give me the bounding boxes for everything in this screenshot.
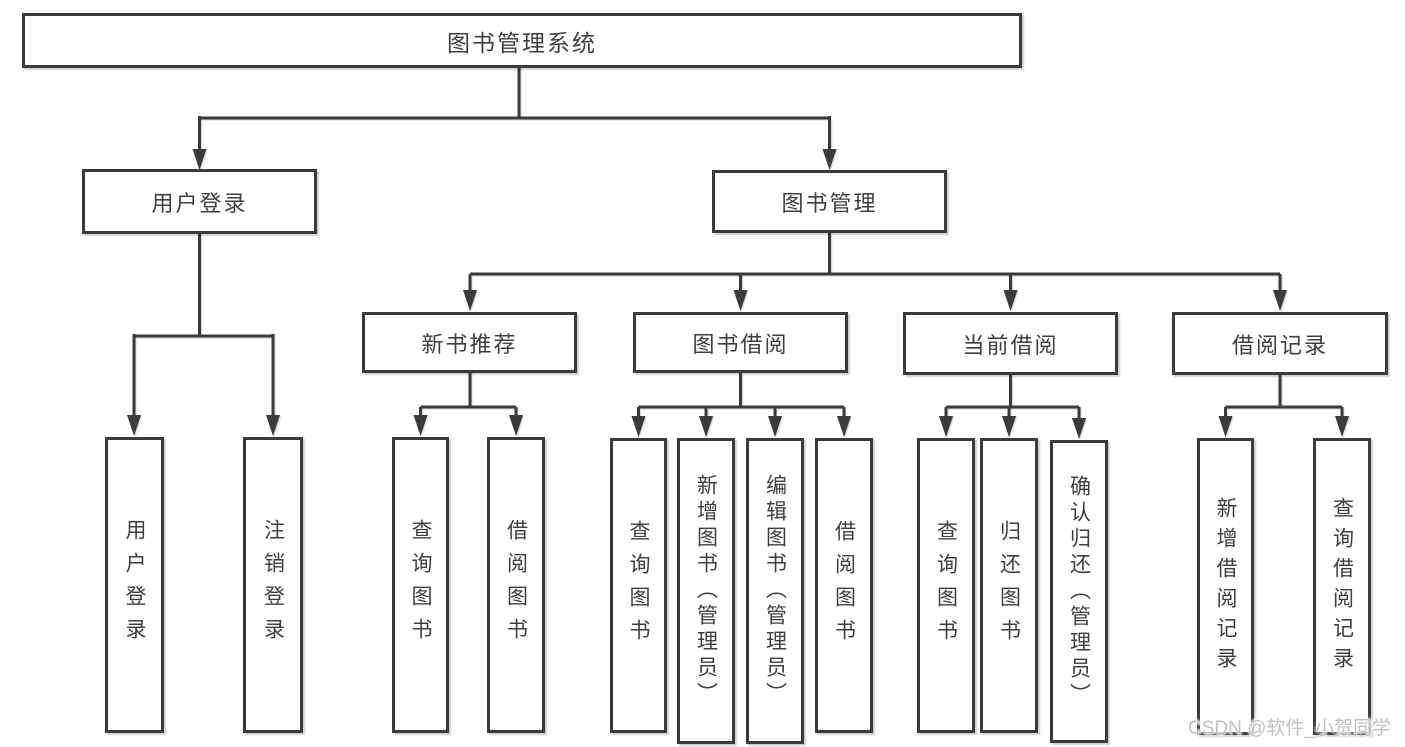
leaf-add-book-admin: 新增图书（管理员）	[677, 438, 735, 744]
leaf-borrow-books-1: 借阅图书	[487, 437, 545, 733]
node-book-borrow-label: 图书借阅	[692, 331, 789, 357]
node-root: 图书管理系统	[22, 13, 1022, 68]
leaf-query-borrow-record: 查询借阅记录	[1313, 438, 1371, 735]
connector-user-login-children	[127, 234, 280, 436]
node-current-borrow: 当前借阅	[903, 312, 1118, 375]
leaf-add-book-admin-label: 新增图书（管理员）	[694, 474, 718, 708]
leaf-edit-book-admin-label: 编辑图书（管理员）	[763, 474, 787, 708]
node-book-management: 图书管理	[712, 170, 947, 233]
leaf-query-books-3-label: 查询图书	[934, 519, 958, 652]
connector-book-borrow-children	[631, 373, 851, 437]
leaf-confirm-return-admin-label: 确认归还（管理员）	[1067, 474, 1091, 709]
connector-borrow-records-children	[1218, 375, 1349, 437]
node-book-management-label: 图书管理	[781, 190, 878, 216]
leaf-logout-label: 注销登录	[261, 519, 285, 651]
leaf-return-book-label: 归还图书	[997, 519, 1021, 652]
csdn-watermark: CSDN @软件_小贺同学	[1188, 718, 1391, 739]
node-borrow-records-label: 借阅记录	[1231, 332, 1328, 358]
leaf-user-login: 用户登录	[105, 437, 164, 733]
leaf-query-books-2: 查询图书	[610, 438, 667, 733]
leaf-query-books-1: 查询图书	[392, 437, 449, 733]
node-new-book-recommend-label: 新书推荐	[421, 331, 518, 357]
leaf-query-books-2-label: 查询图书	[627, 519, 650, 652]
leaf-logout: 注销登录	[243, 437, 303, 733]
leaf-borrow-books-2-label: 借阅图书	[832, 519, 856, 652]
leaf-borrow-books-2: 借阅图书	[815, 438, 873, 733]
node-borrow-records: 借阅记录	[1172, 312, 1388, 375]
leaf-query-books-3: 查询图书	[917, 438, 975, 733]
node-current-borrow-label: 当前借阅	[962, 332, 1059, 358]
leaf-query-borrow-record-label: 查询借阅记录	[1330, 496, 1354, 677]
leaf-borrow-books-1-label: 借阅图书	[504, 519, 528, 651]
leaf-add-borrow-record: 新增借阅记录	[1197, 438, 1254, 735]
node-user-login: 用户登录	[82, 169, 317, 234]
node-user-login-label: 用户登录	[151, 190, 248, 216]
leaf-query-books-1-label: 查询图书	[409, 519, 432, 651]
node-new-book-recommend: 新书推荐	[362, 312, 577, 373]
leaf-user-login-label: 用户登录	[123, 519, 146, 651]
connector-new-book-children	[413, 373, 523, 436]
connector-root-to-level1	[192, 65, 837, 170]
leaf-confirm-return-admin: 确认归还（管理员）	[1050, 440, 1108, 743]
leaf-add-borrow-record-label: 新增借阅记录	[1214, 496, 1237, 677]
leaf-return-book: 归还图书	[980, 438, 1038, 733]
connector-current-borrow-children	[939, 375, 1086, 439]
connector-book-management-children	[463, 233, 1287, 311]
node-book-borrow: 图书借阅	[633, 312, 848, 373]
leaf-edit-book-admin: 编辑图书（管理员）	[746, 438, 804, 744]
node-root-label: 图书管理系统	[447, 29, 597, 56]
